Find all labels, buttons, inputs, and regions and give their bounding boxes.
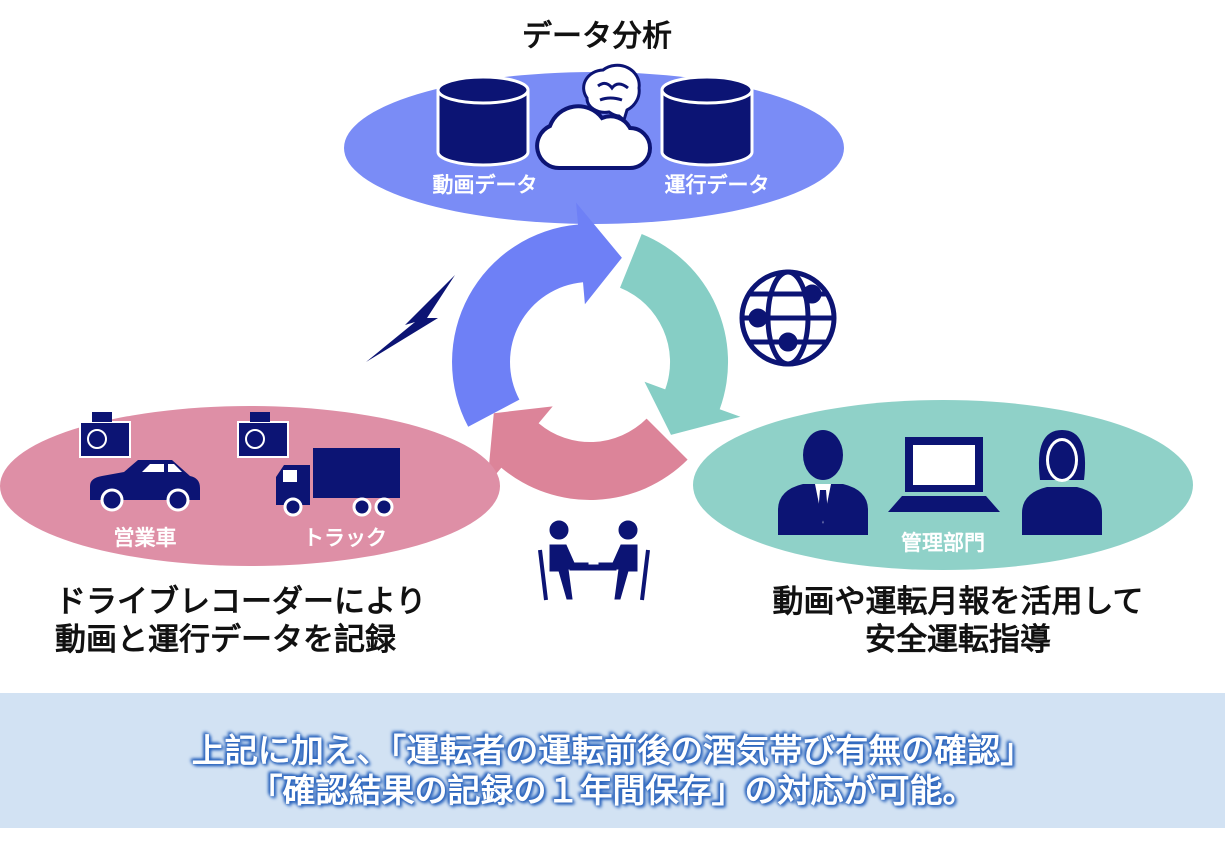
dashcam-icon: [79, 412, 131, 458]
database-icon: [436, 75, 530, 167]
database-icon: [660, 75, 754, 167]
summary-band: [0, 693, 1225, 828]
left-caption-line1: ドライブレコーダーにより: [55, 584, 426, 620]
car-icon: [90, 460, 200, 512]
businessman-icon: [778, 430, 868, 535]
right-caption-line1: 動画や運転月報を活用して: [772, 584, 1143, 620]
summary-line1: 上記に加え、「運転者の運転前後の酒気帯び有無の確認」: [191, 731, 1034, 770]
brain-icon: [582, 63, 641, 123]
globe-icon: [739, 269, 837, 367]
video-data-label: 動画データ: [433, 173, 538, 197]
businesswoman-icon: [1022, 430, 1102, 535]
cloud-icon: [535, 104, 652, 171]
truck-label: トラック: [303, 526, 387, 550]
operation-data-label: 運行データ: [665, 173, 770, 197]
meeting-icon: [538, 520, 650, 601]
cycle-arrow-blue: [452, 202, 622, 427]
summary-line2: 「確認結果の記録の１年間保存」の対応が可能。: [249, 771, 976, 810]
cycle-arrow-teal: [620, 234, 741, 435]
sales-car-label: 営業車: [114, 526, 177, 550]
cycle-arrow-pink: [487, 406, 688, 501]
lightning-icon: [366, 275, 455, 362]
laptop-icon: [888, 437, 1000, 512]
management-dept-label: 管理部門: [901, 531, 985, 555]
dashcam-icon: [237, 412, 289, 458]
truck-icon: [276, 448, 400, 517]
right-caption-line2: 安全運転指導: [865, 622, 1051, 658]
left-caption-line2: 動画と運行データを記録: [55, 622, 397, 658]
title: データ分析: [522, 19, 672, 54]
